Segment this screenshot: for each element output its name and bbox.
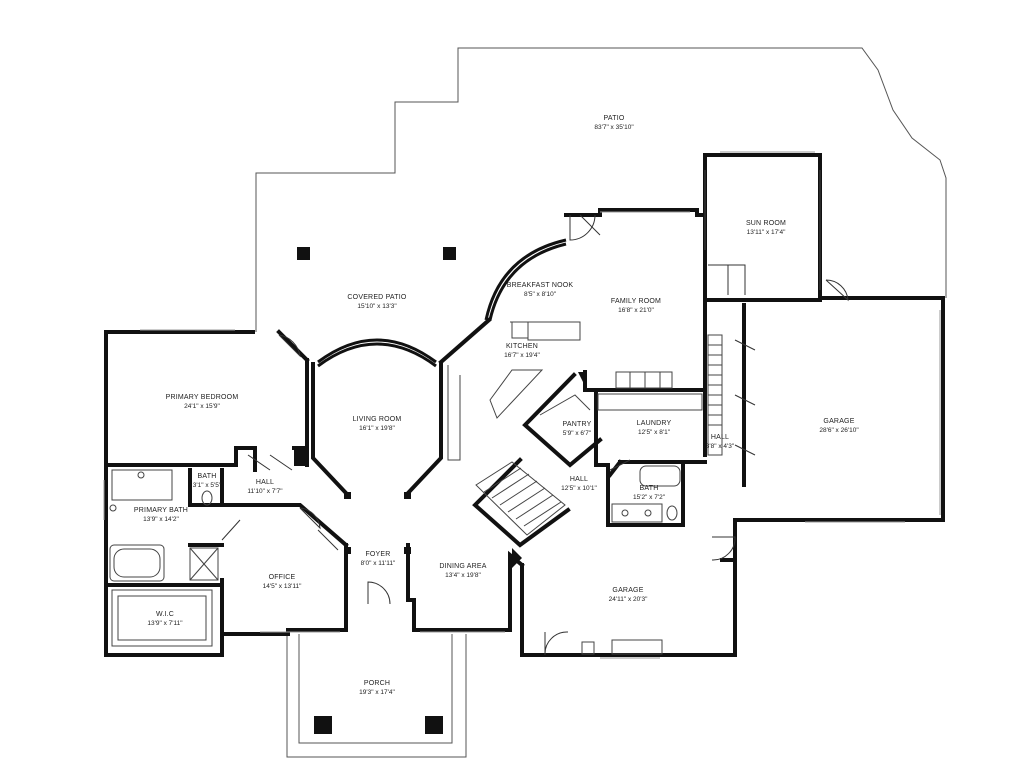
room-dims-porch: 19'3" x 17'4" <box>359 689 395 696</box>
room-name-foyer: FOYER <box>365 551 390 558</box>
windows <box>103 151 941 659</box>
room-dims-office: 14'5" x 13'11" <box>263 583 302 590</box>
room-name-covered-patio: COVERED PATIO <box>347 294 406 301</box>
room-dims-hall-east: 3'8" x 4'3" <box>706 443 735 450</box>
doors <box>221 214 849 656</box>
room-name-office: OFFICE <box>269 574 296 581</box>
room-name-dining-area: DINING AREA <box>439 563 486 570</box>
room-dims-sun-room: 13'11" x 17'4" <box>747 229 786 236</box>
room-labels: PATIO 83'7" x 35'10" SUN ROOM 13'11" x 1… <box>134 115 859 696</box>
room-dims-kitchen: 16'7" x 19'4" <box>504 352 540 359</box>
fixtures <box>109 170 821 655</box>
staircase-right <box>707 334 723 456</box>
room-dims-foyer: 8'0" x 11'11" <box>361 560 396 567</box>
room-name-hall-center: HALL <box>570 476 588 483</box>
room-dims-bath-west: 3'1" x 5'5" <box>193 482 222 489</box>
room-name-bath-east: BATH <box>640 485 659 492</box>
patio-outline <box>255 47 947 758</box>
room-dims-primary-bedroom: 24'1" x 15'9" <box>184 403 220 410</box>
room-name-sun-room: SUN ROOM <box>746 220 786 227</box>
room-name-garage-lower: GARAGE <box>612 587 643 594</box>
room-dims-garage-lower: 24'11" x 20'3" <box>609 596 648 603</box>
staircase-left <box>475 461 566 536</box>
room-name-family-room: FAMILY ROOM <box>611 298 661 305</box>
room-name-kitchen: KITCHEN <box>506 343 538 350</box>
room-dims-covered-patio: 15'10" x 13'3" <box>357 303 397 310</box>
room-name-primary-bath: PRIMARY BATH <box>134 507 188 514</box>
room-dims-breakfast-nook: 8'5" x 8'10" <box>524 291 557 298</box>
room-dims-bath-east: 15'2" x 7'2" <box>633 494 666 501</box>
room-name-pantry: PANTRY <box>563 421 592 428</box>
room-name-living-room: LIVING ROOM <box>353 416 402 423</box>
room-dims-living-room: 16'1" x 19'8" <box>359 425 395 432</box>
room-dims-dining-area: 13'4" x 19'8" <box>445 572 481 579</box>
room-dims-wic: 13'9" x 7'11" <box>147 620 183 627</box>
exterior-walls <box>104 153 945 657</box>
room-dims-hall-center: 12'5" x 10'1" <box>561 485 597 492</box>
room-name-wic: W.I.C <box>156 611 174 618</box>
room-dims-primary-bath: 13'9" x 14'2" <box>143 516 179 523</box>
room-dims-hall-west: 11'10" x 7'7" <box>247 488 283 495</box>
room-name-breakfast-nook: BREAKFAST NOOK <box>507 282 574 289</box>
room-name-bath-west: BATH <box>198 473 217 480</box>
room-name-patio: PATIO <box>604 115 625 122</box>
room-name-porch: PORCH <box>364 680 390 687</box>
room-dims-family-room: 16'8" x 21'0" <box>618 307 654 314</box>
room-name-garage-main: GARAGE <box>823 418 854 425</box>
room-dims-pantry: 5'9" x 6'7" <box>563 430 592 437</box>
columns <box>294 247 587 734</box>
room-name-hall-west: HALL <box>256 479 274 486</box>
room-name-hall-east: HALL <box>711 434 729 441</box>
room-dims-patio: 83'7" x 35'10" <box>594 124 634 131</box>
room-name-primary-bedroom: PRIMARY BEDROOM <box>166 394 239 401</box>
room-dims-garage-main: 28'6" x 26'10" <box>819 427 859 434</box>
room-dims-laundry: 12'5" x 8'1" <box>638 429 671 436</box>
room-name-laundry: LAUNDRY <box>637 420 672 427</box>
